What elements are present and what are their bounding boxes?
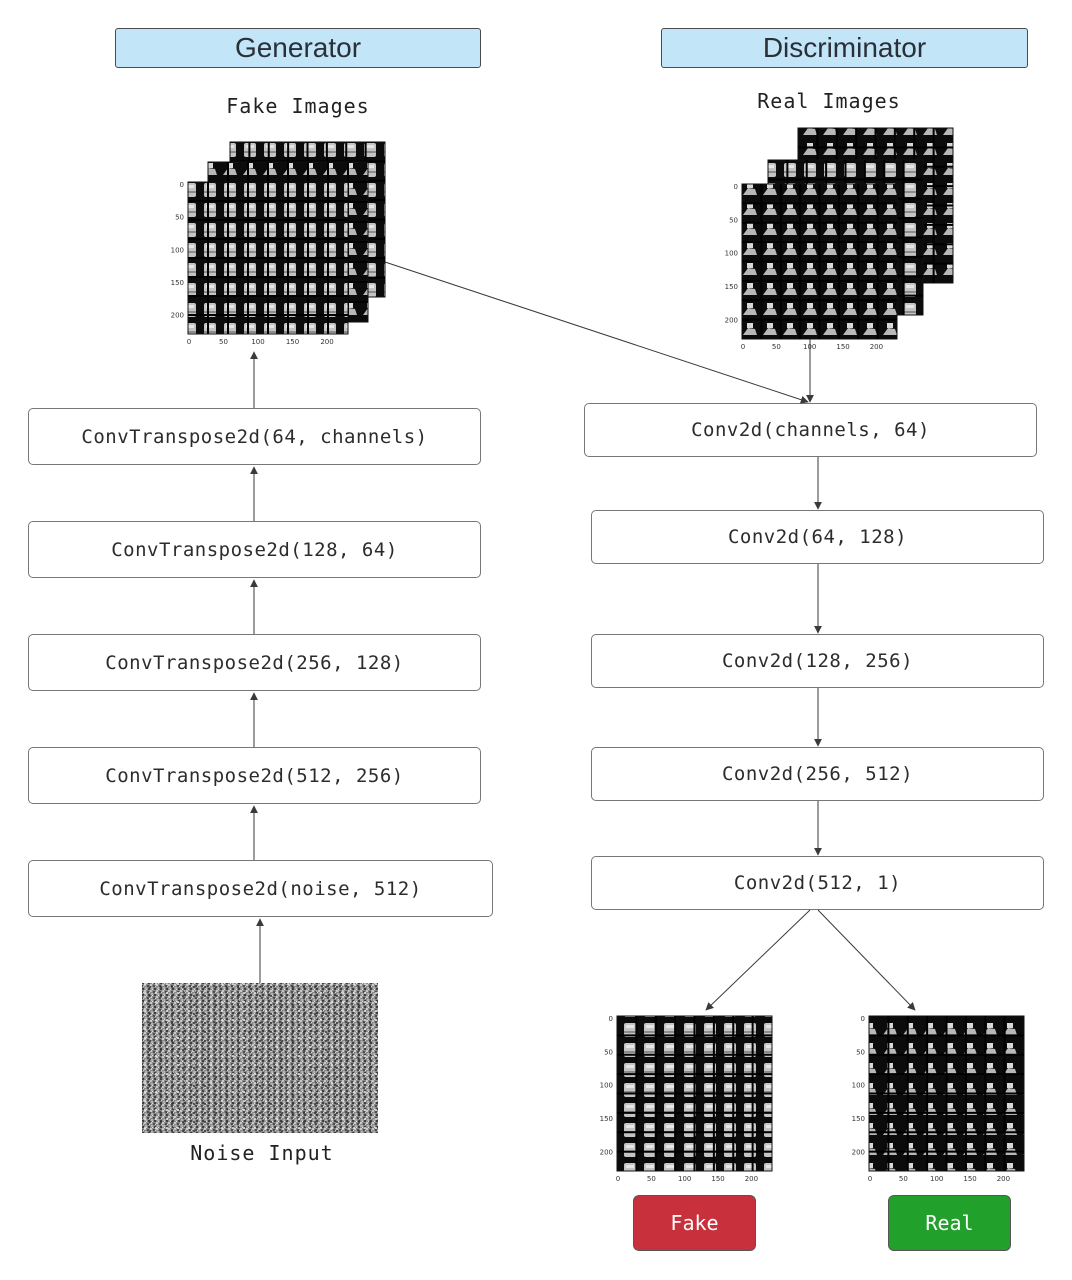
real-images-stack-middle (767, 159, 924, 316)
fake-output-grid: 0 50 100 150 200 0 50 100 150 200 (600, 1015, 773, 1183)
real-images-caption: Real Images (757, 89, 901, 113)
discriminator-layer-1: Conv2d(channels, 64) (584, 403, 1037, 457)
generator-header: Generator (115, 28, 481, 68)
fake-output-grid-x-tick: 200 (745, 1175, 758, 1183)
generator-layer-1-label: ConvTranspose2d(64, channels) (81, 425, 428, 448)
real-images-stack-front-y-tick: 50 (729, 216, 738, 224)
generator-layer-5: ConvTranspose2d(noise, 512) (28, 860, 493, 917)
real-output-grid-y-tick: 150 (852, 1115, 865, 1123)
real-images-stack-front-y-tick: 100 (725, 250, 738, 258)
real-output-label: Real (925, 1211, 974, 1235)
fake-output-grid-x-tick: 100 (678, 1175, 691, 1183)
discriminator-layer-5: Conv2d(512, 1) (591, 856, 1044, 910)
fake-output-grid-y-tick: 0 (609, 1015, 613, 1023)
fake-output-grid-y-tick: 150 (600, 1115, 613, 1123)
real-output-grid: 0 50 100 150 200 0 50 100 150 200 (852, 1015, 1025, 1183)
discriminator-layer-4: Conv2d(256, 512) (591, 747, 1044, 801)
discriminator-layer-5-label: Conv2d(512, 1) (733, 872, 902, 894)
noise-input-texture (142, 983, 378, 1133)
real-output-grid-x-tick: 50 (899, 1175, 908, 1183)
fake-images-stack-front-y-tick: 0 (180, 181, 184, 189)
noise-input-image (142, 983, 378, 1133)
generator-title: Generator (234, 32, 362, 63)
real-output-grid-x-tick: 200 (997, 1175, 1010, 1183)
real-output-grid-thumbnails (868, 1015, 1025, 1172)
fake-images-stack-front-y-tick: 50 (175, 214, 184, 222)
generator-layer-2: ConvTranspose2d(128, 64) (28, 521, 481, 578)
discriminator-layer-2-label: Conv2d(64, 128) (727, 526, 908, 548)
real-images-stack-front-x-tick: 150 (836, 343, 849, 351)
fake-output-grid-thumbnails (616, 1015, 773, 1172)
fake-images-stack-front-x-tick: 50 (219, 338, 228, 346)
arrow-fake-images-to-disc (384, 261, 809, 404)
fake-images-stack-middle-thumbnails (207, 161, 369, 323)
arrow-disc5-to-real (817, 909, 916, 1011)
real-output-grid-y-tick: 0 (861, 1015, 865, 1023)
discriminator-layer-3: Conv2d(128, 256) (591, 634, 1044, 688)
fake-images-stack-front-x-tick: 0 (187, 338, 191, 346)
fake-output-grid-y-tick: 50 (604, 1048, 613, 1056)
real-images-stack-back-thumbnails (797, 127, 954, 284)
fake-images-stack-front-y-tick: 100 (171, 246, 184, 254)
real-images-stack-front-y-tick: 0 (734, 183, 738, 191)
real-images-stack-back (797, 127, 954, 284)
fake-images-stack-front: 0 50 100 150 200 0 50 100 150 200 (171, 181, 349, 346)
fake-images-stack-back (229, 141, 386, 298)
fake-output-grid-x-tick: 150 (711, 1175, 724, 1183)
fake-output-grid-y-tick: 200 (600, 1148, 613, 1156)
fake-output-label: Fake (670, 1211, 719, 1235)
real-output-grid-y-tick: 50 (856, 1048, 865, 1056)
noise-input-caption: Noise Input (190, 1141, 334, 1165)
real-images-stack-front-y-tick: 150 (725, 283, 738, 291)
fake-output-grid-x-tick: 50 (647, 1175, 656, 1183)
real-images-stack-middle-thumbnails (767, 159, 924, 316)
discriminator-layer-2: Conv2d(64, 128) (591, 510, 1044, 564)
real-images-stack-front-thumbnails (741, 183, 898, 340)
real-images-stack-front-y-tick: 200 (725, 316, 738, 324)
fake-images-stack-front-x-tick: 150 (286, 338, 299, 346)
real-images-stack-front-x-tick: 0 (741, 343, 745, 351)
fake-images-stack-front-thumbnails (187, 181, 349, 335)
real-output-grid-x-tick: 150 (963, 1175, 976, 1183)
real-output-grid-x-tick: 100 (930, 1175, 943, 1183)
real-images-stack-front: 0 50 100 150 200 0 50 100 150 200 (725, 183, 898, 351)
fake-images-stack-middle (207, 161, 369, 323)
fake-images-stack-front-y-tick: 200 (171, 312, 184, 320)
real-images-stack-front-x-tick: 50 (772, 343, 781, 351)
real-images-stack-front-x-tick: 100 (803, 343, 816, 351)
generator-layer-4-label: ConvTranspose2d(512, 256) (105, 764, 404, 787)
discriminator-layer-3-label: Conv2d(128, 256) (721, 650, 914, 672)
fake-images-caption: Fake Images (226, 94, 370, 118)
generator-layer-3-label: ConvTranspose2d(256, 128) (105, 651, 404, 674)
discriminator-layer-4-label: Conv2d(256, 512) (721, 763, 914, 785)
fake-output-button[interactable]: Fake (633, 1195, 756, 1251)
fake-images-stack-front-x-tick: 200 (320, 338, 333, 346)
generator-layer-2-label: ConvTranspose2d(128, 64) (111, 538, 398, 561)
real-output-grid-y-tick: 200 (852, 1148, 865, 1156)
generator-layer-5-label: ConvTranspose2d(noise, 512) (99, 877, 422, 900)
discriminator-layer-1-label: Conv2d(channels, 64) (691, 419, 930, 441)
discriminator-title: Discriminator (762, 32, 927, 63)
real-images-stack-front-x-tick: 200 (870, 343, 883, 351)
generator-layer-4: ConvTranspose2d(512, 256) (28, 747, 481, 804)
fake-output-grid-x-tick: 0 (616, 1175, 620, 1183)
generator-layer-1: ConvTranspose2d(64, channels) (28, 408, 481, 465)
discriminator-header: Discriminator (661, 28, 1028, 68)
real-output-button[interactable]: Real (888, 1195, 1011, 1251)
fake-images-stack-front-x-tick: 100 (251, 338, 264, 346)
generator-layer-3: ConvTranspose2d(256, 128) (28, 634, 481, 691)
fake-images-stack-front-y-tick: 150 (171, 279, 184, 287)
real-output-grid-y-tick: 100 (852, 1082, 865, 1090)
fake-output-grid-y-tick: 100 (600, 1082, 613, 1090)
arrow-disc5-to-fake (705, 909, 811, 1011)
real-output-grid-x-tick: 0 (868, 1175, 872, 1183)
fake-images-stack-back-thumbnails (229, 141, 386, 298)
